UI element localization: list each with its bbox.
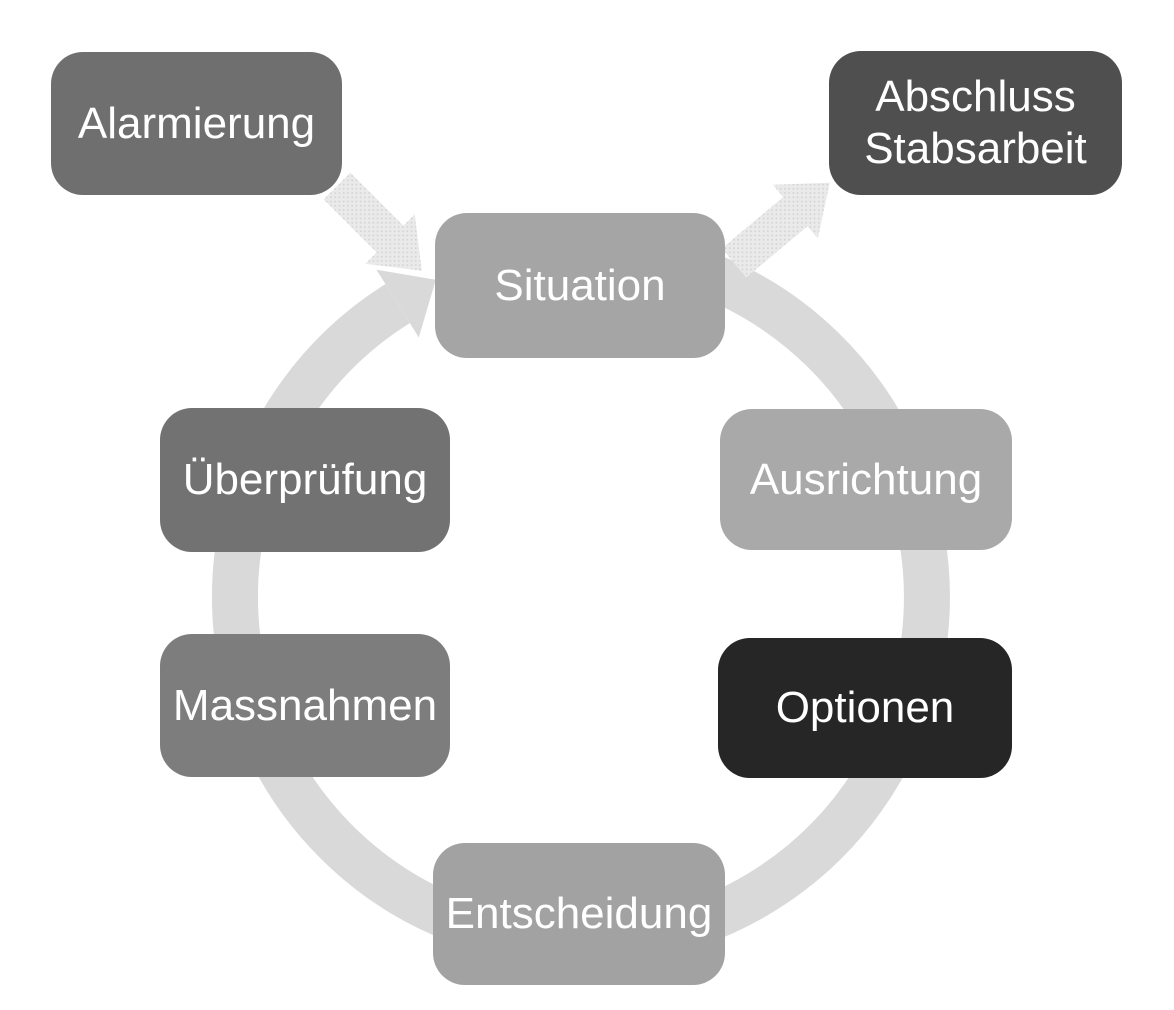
node-situation: Situation: [435, 213, 725, 358]
node-optionen: Optionen: [718, 638, 1012, 778]
node-massnahmen-label: Massnahmen: [172, 680, 438, 730]
cycle-arrowhead-icon: [376, 269, 436, 338]
node-optionen-label: Optionen: [775, 683, 955, 733]
node-alarmierung-label: Alarmierung: [77, 98, 316, 148]
node-situation-label: Situation: [494, 260, 666, 310]
node-abschluss-stabsarbeit: Abschluss Stabsarbeit: [829, 51, 1122, 195]
node-ueberpruefung-label: Überprüfung: [182, 455, 428, 505]
node-massnahmen: Massnahmen: [160, 634, 450, 777]
node-ueberpruefung: Überprüfung: [160, 408, 450, 552]
node-entscheidung-label: Entscheidung: [445, 889, 713, 939]
node-alarmierung: Alarmierung: [51, 52, 342, 195]
node-abschluss-stabsarbeit-label: Abschluss Stabsarbeit: [864, 72, 1087, 173]
node-ausrichtung: Ausrichtung: [720, 409, 1012, 550]
node-ausrichtung-label: Ausrichtung: [749, 454, 983, 504]
situation-to-abschluss-arrow: [721, 182, 830, 278]
alarmierung-to-situation-arrow: [323, 172, 422, 271]
node-entscheidung: Entscheidung: [433, 843, 725, 985]
